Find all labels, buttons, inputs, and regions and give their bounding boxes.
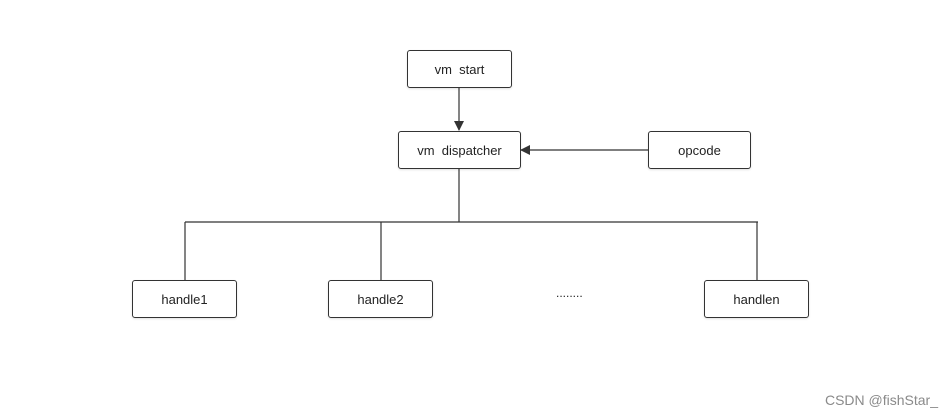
node-vm-dispatcher-label: vm dispatcher	[417, 142, 502, 158]
watermark-text: CSDN @fishStar_	[824, 392, 938, 408]
node-opcode-label: opcode	[678, 142, 721, 158]
node-handle1: handle1	[132, 280, 237, 318]
node-vm-dispatcher: vm dispatcher	[398, 131, 521, 169]
node-handle2: handle2	[328, 280, 433, 318]
node-vm-start-label: vm start	[434, 61, 485, 77]
ellipsis-label: ........	[556, 286, 583, 300]
node-opcode: opcode	[648, 131, 751, 169]
node-handle1-label: handle1	[161, 291, 208, 307]
node-handlen: handlen	[704, 280, 809, 318]
node-handle2-label: handle2	[357, 291, 404, 307]
node-vm-start: vm start	[407, 50, 512, 88]
node-handlen-label: handlen	[733, 291, 780, 307]
